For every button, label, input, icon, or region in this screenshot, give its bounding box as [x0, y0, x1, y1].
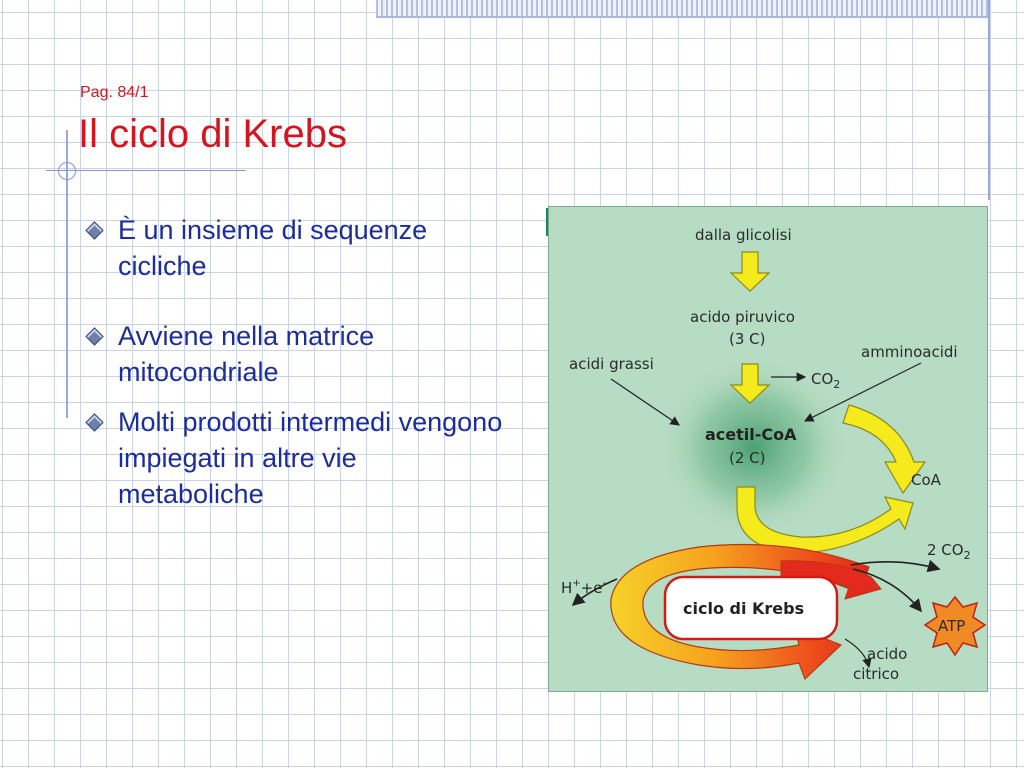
label-pyruvic-acid: acido piruvico: [690, 308, 795, 326]
bullet-text: Molti prodotti intermedi vengono impiega…: [118, 407, 503, 509]
acetyl-glow: [659, 357, 849, 537]
label-citric-line2: citrico: [853, 665, 899, 683]
bullet-item: Molti prodotti intermedi vengono impiega…: [84, 404, 504, 512]
bullet-list: È un insieme di sequenze cicliche Avvien…: [84, 212, 504, 526]
arrow-glycolysis-down: [729, 251, 771, 292]
arrow-coa-return: [842, 404, 927, 495]
arrow-fatty-acids: [610, 378, 680, 426]
krebs-cycle-box: [663, 575, 839, 641]
atp-star-icon: [923, 595, 987, 657]
krebs-cycle-diagram: dalla glicolisi acido piruvico (3 C) aci…: [548, 206, 988, 692]
label-amino-acids: amminoacidi: [861, 343, 958, 361]
arrow-amino-acids: [803, 362, 922, 422]
rule-ring-decoration: [58, 162, 76, 180]
bullet-item: È un insieme di sequenze cicliche: [84, 212, 504, 284]
arrow-two-co2: [850, 559, 941, 573]
title-underline-rule: [46, 170, 246, 171]
diamond-bullet-icon: [85, 327, 104, 346]
arrow-to-atp: [852, 568, 923, 613]
left-margin-rule: [66, 130, 68, 418]
diamond-bullet-icon: [85, 413, 104, 432]
label-h-electrons: H++e-: [561, 578, 606, 597]
label-citric-line1: acido: [867, 645, 907, 663]
header-decoration: [376, 0, 988, 18]
label-krebs-cycle: ciclo di Krebs: [683, 599, 804, 618]
slide-title: Il ciclo di Krebs: [78, 112, 347, 156]
page-label: Pag. 84/1: [80, 84, 149, 101]
arrow-citric-acid: [844, 638, 872, 669]
bullet-text: Avviene nella matrice mitocondriale: [118, 321, 375, 387]
label-two-co2: 2 CO2: [927, 541, 971, 562]
label-atp: ATP: [938, 617, 965, 635]
bullet-text: È un insieme di sequenze cicliche: [118, 215, 428, 281]
label-from-glycolysis: dalla glicolisi: [695, 226, 792, 244]
label-coa: CoA: [911, 471, 942, 489]
arrow-h-electrons: [571, 578, 618, 607]
arrow-pyruvate-down: [729, 363, 771, 404]
bullet-item: Avviene nella matrice mitocondriale: [84, 318, 504, 390]
label-fatty-acids: acidi grassi: [569, 355, 654, 373]
label-pyruvic-carbons: (3 C): [729, 330, 766, 348]
krebs-cycle-loop: [610, 543, 870, 681]
label-acetyl-carbons: (2 C): [729, 449, 766, 467]
label-co2: CO2: [811, 370, 840, 391]
diamond-bullet-icon: [85, 221, 104, 240]
right-margin-rule: [988, 0, 990, 200]
label-acetyl-coa: acetil-CoA: [705, 425, 797, 444]
